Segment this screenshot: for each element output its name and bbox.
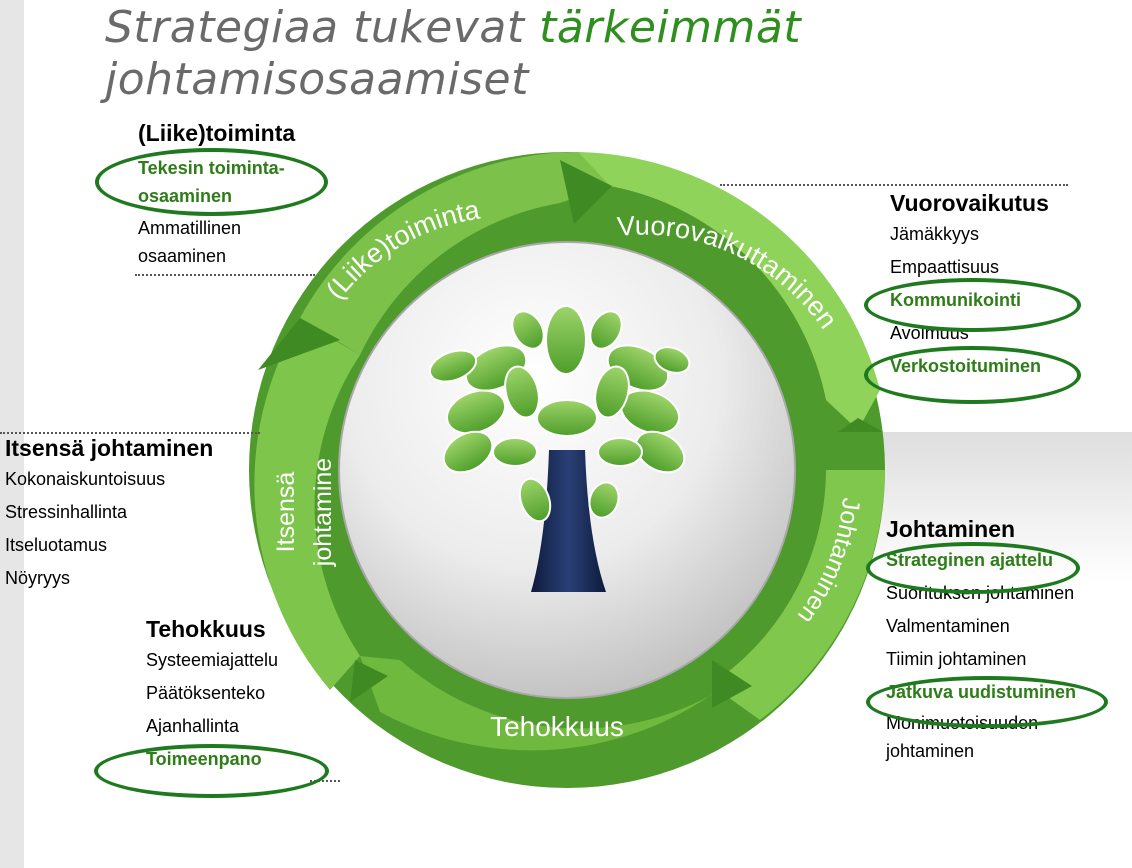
- arrow-head: [258, 318, 340, 370]
- segment-label-itsensa-2: johtamine: [309, 458, 337, 567]
- segment-label-itsensa-1: Itsensä: [272, 472, 300, 553]
- left-side-strip: [0, 0, 24, 868]
- title-part1: Strategiaa tukevat: [105, 2, 540, 53]
- segment-vuorovaikuttaminen-shape: [578, 152, 880, 430]
- block-item: osaaminen: [138, 246, 227, 266]
- block-item: Empaattisuus: [890, 257, 1000, 277]
- block-item: Jämäkkyys: [890, 224, 980, 244]
- segment-label-tehokkuus: Tehokkuus: [490, 711, 624, 742]
- segment-johtaminen-shape: [718, 470, 885, 720]
- arrow-head: [350, 660, 388, 702]
- block-item: Stressinhallinta: [5, 502, 128, 522]
- segment-tehokkuus-shape: [360, 656, 720, 751]
- segment-liiketoiminta-shape: [300, 152, 610, 355]
- arrow-head: [712, 660, 752, 708]
- title-highlight: tärkeimmät: [539, 2, 802, 53]
- highlight-ellipse: [866, 676, 1108, 728]
- block-item: Systeemiajattelu: [146, 650, 279, 670]
- connector-line: [135, 274, 315, 276]
- title-line2: johtamisosaamiset: [105, 54, 529, 105]
- block-item: Kokonaiskuntoisuus: [5, 469, 166, 489]
- highlight-ellipse: [95, 148, 328, 216]
- segment-itsensa-shape: [254, 320, 360, 690]
- connector-line: [310, 780, 340, 782]
- block-heading: Johtaminen: [886, 516, 1016, 542]
- block-item: Valmentaminen: [886, 616, 1010, 636]
- highlight-ellipse: [864, 278, 1081, 332]
- connector-line: [720, 184, 1068, 186]
- block-heading: (Liike)toiminta: [138, 120, 296, 146]
- block-item: johtaminen: [886, 741, 975, 761]
- block-heading: Itsensä johtaminen: [5, 435, 214, 461]
- block-item: Ajanhallinta: [146, 716, 240, 736]
- connector-line: [0, 432, 260, 434]
- block-item: Ammatillinen: [138, 218, 242, 238]
- block-itsensa-johtaminen: Itsensä johtaminen Kokonaiskuntoisuus St…: [5, 433, 213, 595]
- block-heading: Tehokkuus: [146, 616, 266, 642]
- arrow-head: [838, 418, 883, 432]
- page-title: Strategiaa tukevat tärkeimmät johtamisos…: [105, 2, 801, 106]
- highlight-ellipse: [864, 346, 1081, 404]
- block-item: Itseluotamus: [5, 535, 108, 555]
- arrow-head: [560, 160, 612, 224]
- block-item: Nöyryys: [5, 568, 71, 588]
- highlight-ellipse: [94, 744, 329, 798]
- block-heading: Vuorovaikutus: [890, 190, 1049, 216]
- tree-icon: [428, 305, 691, 592]
- block-item: Päätöksenteko: [146, 683, 266, 703]
- block-item: Tiimin johtaminen: [886, 649, 1027, 669]
- highlight-ellipse: [866, 542, 1080, 594]
